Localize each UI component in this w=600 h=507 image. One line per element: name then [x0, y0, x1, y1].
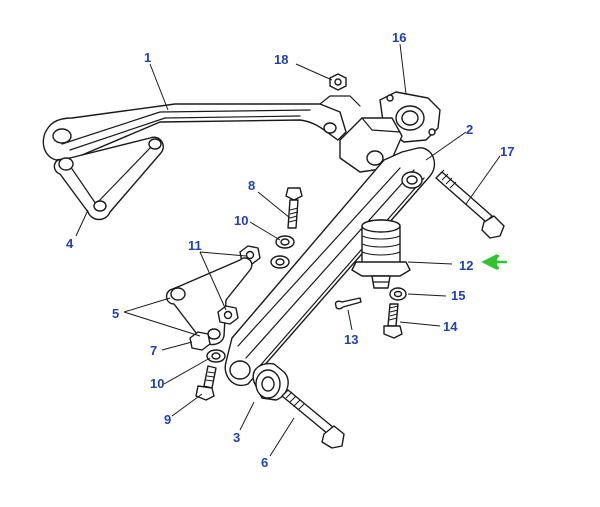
washer-15 [389, 287, 407, 301]
callout-1: 1 [144, 50, 151, 65]
callout-16: 16 [392, 30, 406, 45]
callout-11: 11 [188, 238, 202, 253]
callout-9: 9 [164, 412, 171, 427]
callout-17: 17 [500, 144, 514, 159]
bush [252, 362, 289, 401]
leader-lines [75, 43, 501, 457]
bolt-8 [285, 187, 303, 229]
lower-bracket [165, 257, 253, 346]
bolt-17 [435, 169, 505, 239]
callout-15: 15 [451, 288, 465, 303]
callout-6: 6 [261, 455, 268, 470]
callout-13: 13 [344, 332, 358, 347]
ball-joint [351, 219, 411, 289]
lower-arm [224, 147, 436, 387]
nut-11-lower [217, 305, 239, 325]
callout-7: 7 [150, 343, 157, 358]
bolt-6 [281, 389, 345, 449]
callout-14: 14 [443, 319, 458, 334]
callout-8: 8 [248, 178, 255, 193]
bolt-9 [195, 365, 217, 401]
callout-5: 5 [112, 306, 119, 321]
nut-18 [329, 73, 347, 91]
washer-10-upper [275, 235, 295, 249]
callout-12: 12 [459, 258, 473, 273]
nut-7 [189, 331, 211, 351]
callout-2: 2 [466, 122, 473, 137]
upper-arm [42, 95, 361, 161]
callout-10-upper: 10 [234, 213, 248, 228]
callout-labels: 1 2 3 4 5 6 7 8 9 10 10 11 12 13 14 15 1… [66, 30, 514, 470]
split-pin [334, 297, 362, 310]
bracket-plate [53, 136, 164, 221]
washer-10-lower [206, 349, 226, 363]
bolt-14 [383, 303, 403, 339]
washer-upper-b [270, 255, 290, 269]
callout-4: 4 [66, 236, 74, 251]
arrow-left-icon [481, 254, 508, 270]
callout-18: 18 [274, 52, 288, 67]
callout-3: 3 [233, 430, 240, 445]
callout-10-lower: 10 [150, 376, 164, 391]
